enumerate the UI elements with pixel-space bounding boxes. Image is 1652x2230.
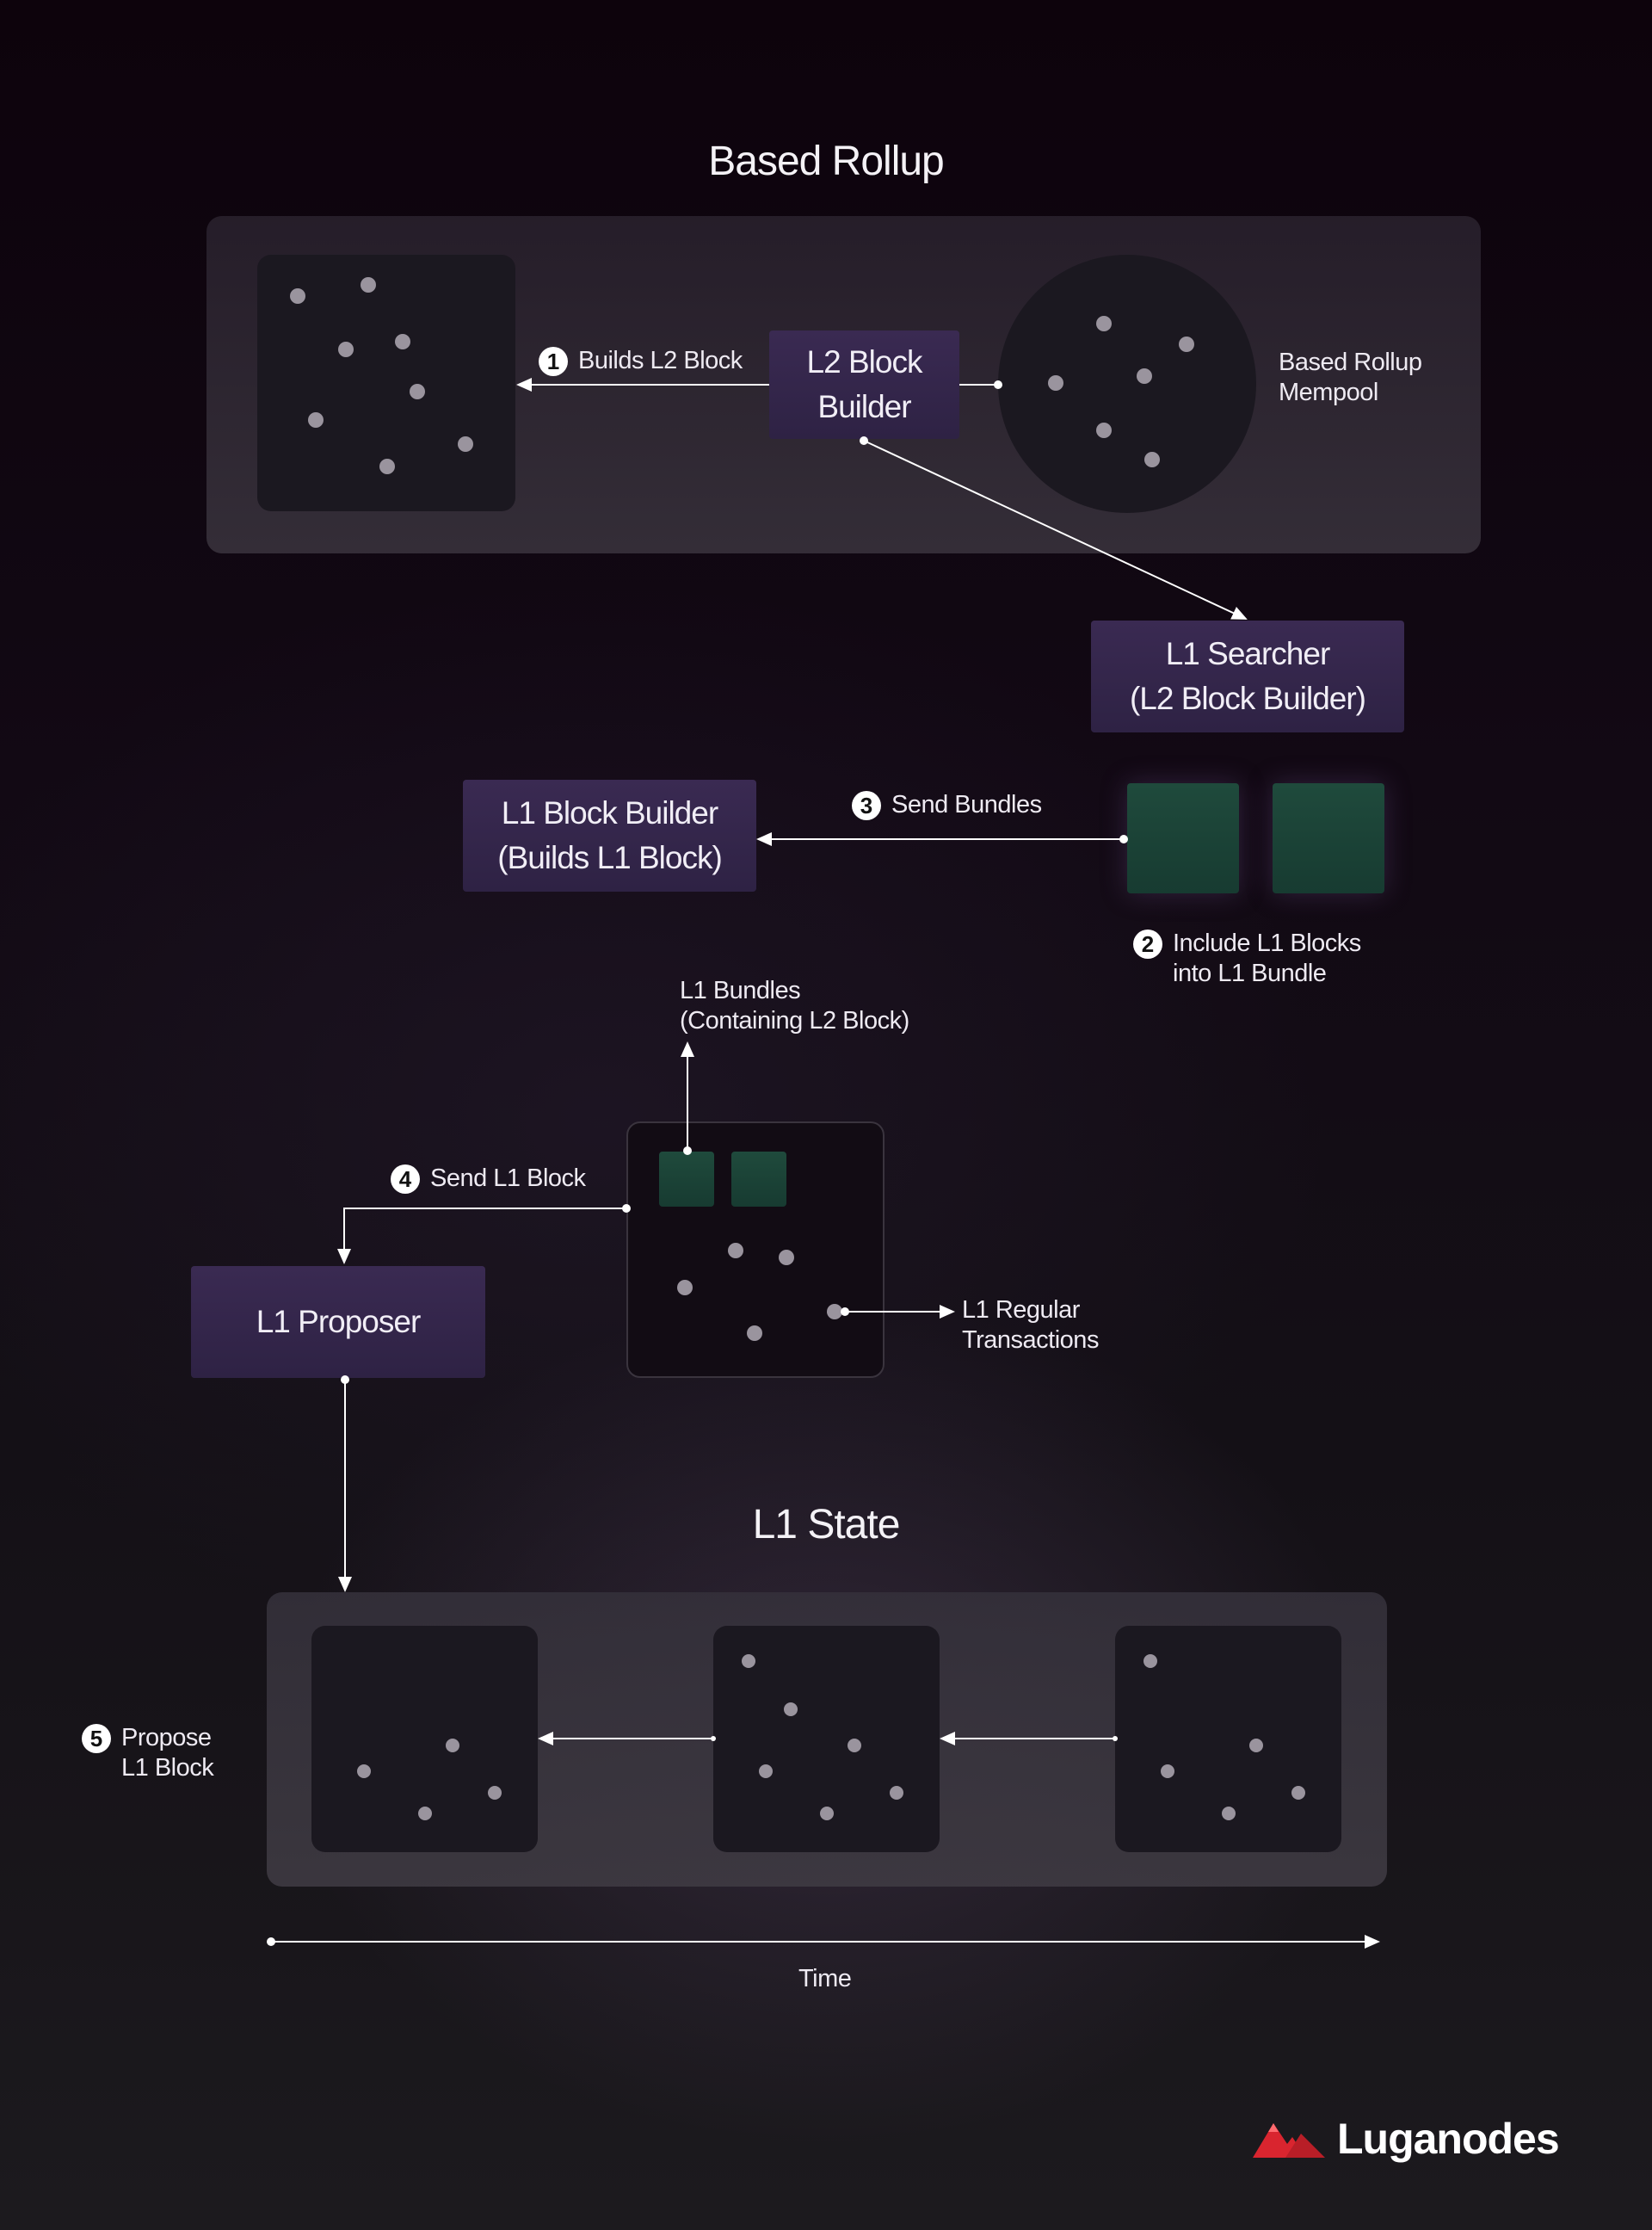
dot	[677, 1280, 693, 1295]
step-3: 3 Send Bundles	[852, 790, 1042, 820]
luganodes-mountain-icon	[1253, 2123, 1325, 2158]
dot	[827, 1304, 842, 1319]
dot	[357, 1764, 371, 1778]
step-5-number: 5	[82, 1724, 111, 1753]
step-4-text: Send L1 Block	[430, 1164, 586, 1192]
l1-block-builder: L1 Block Builder (Builds L1 Block)	[463, 780, 756, 892]
l1-bundle-block-2	[1273, 783, 1384, 893]
based-rollup-mempool	[998, 255, 1256, 513]
dot	[418, 1807, 432, 1820]
luganodes-logo: Luganodes	[1253, 2114, 1560, 2164]
dot	[742, 1654, 755, 1668]
l1-proposer: L1 Proposer	[191, 1266, 485, 1378]
dot	[1249, 1739, 1263, 1752]
connector-node	[267, 1937, 275, 1946]
step-3-number: 3	[852, 791, 881, 820]
dot	[1143, 1654, 1157, 1668]
dot	[361, 277, 376, 293]
arrow-send-l1-block	[337, 1208, 626, 1264]
connector-node	[1119, 835, 1128, 843]
step-1-text: Builds L2 Block	[578, 347, 743, 374]
dot	[1144, 452, 1160, 467]
regular-transactions-label: L1 Regular Transactions	[962, 1296, 1099, 1354]
connector-node	[841, 1307, 849, 1316]
dot	[1161, 1764, 1174, 1778]
dot	[759, 1764, 773, 1778]
dot	[410, 384, 425, 399]
dot	[446, 1739, 459, 1752]
l2-block-builder: L2 Block Builder	[769, 330, 959, 439]
dot	[1096, 423, 1112, 438]
connector-node	[1113, 1736, 1118, 1741]
dot	[784, 1702, 798, 1716]
dot	[848, 1739, 861, 1752]
dot	[290, 288, 305, 304]
l1-searcher: L1 Searcher (L2 Block Builder)	[1091, 621, 1404, 732]
dot	[1048, 375, 1063, 391]
l1-bundles-label: L1 Bundles (Containing L2 Block)	[680, 977, 909, 1035]
dot	[308, 412, 324, 428]
dot	[747, 1325, 762, 1341]
dot	[1222, 1807, 1236, 1820]
step-5-text: Propose L1 Block	[121, 1724, 214, 1782]
l1-state-title: L1 State	[752, 1502, 901, 1547]
l1-block-bundle-2	[731, 1152, 786, 1207]
dot	[395, 334, 410, 349]
luganodes-wordmark: Luganodes	[1337, 2115, 1560, 2163]
dot	[1137, 368, 1152, 384]
dot	[1096, 316, 1112, 331]
step-1: 1 Builds L2 Block	[539, 346, 743, 376]
dot	[488, 1786, 502, 1800]
step-3-text: Send Bundles	[891, 791, 1042, 818]
connector-node	[683, 1146, 692, 1155]
dot	[820, 1807, 834, 1820]
step-2-text: Include L1 Blocks into L1 Bundle	[1173, 930, 1361, 987]
dot	[728, 1243, 743, 1258]
step-2: 2 Include L1 Blocks into L1 Bundle	[1133, 929, 1361, 989]
mempool-label: Based Rollup Mempool	[1279, 349, 1422, 406]
dot	[338, 342, 354, 357]
step-5: 5 Propose L1 Block	[82, 1723, 214, 1783]
dot	[779, 1250, 794, 1265]
connector-node	[994, 380, 1002, 389]
connector-node	[711, 1736, 716, 1741]
l1-block-bundle-1	[659, 1152, 714, 1207]
step-4-number: 4	[391, 1164, 420, 1194]
connector-node	[860, 436, 868, 445]
dot	[890, 1786, 903, 1800]
dot	[1179, 337, 1194, 352]
step-2-number: 2	[1133, 930, 1162, 959]
step-1-number: 1	[539, 347, 568, 376]
dot	[379, 459, 395, 474]
arrow-builder-searcher	[863, 440, 1248, 620]
connector-node	[341, 1375, 349, 1384]
dot	[1291, 1786, 1305, 1800]
based-rollup-title: Based Rollup	[708, 139, 945, 184]
l1-bundle-block-1	[1127, 783, 1239, 893]
step-4: 4 Send L1 Block	[391, 1164, 586, 1194]
connector-node	[622, 1204, 631, 1213]
time-label: Time	[798, 1965, 852, 1992]
dot	[458, 436, 473, 452]
